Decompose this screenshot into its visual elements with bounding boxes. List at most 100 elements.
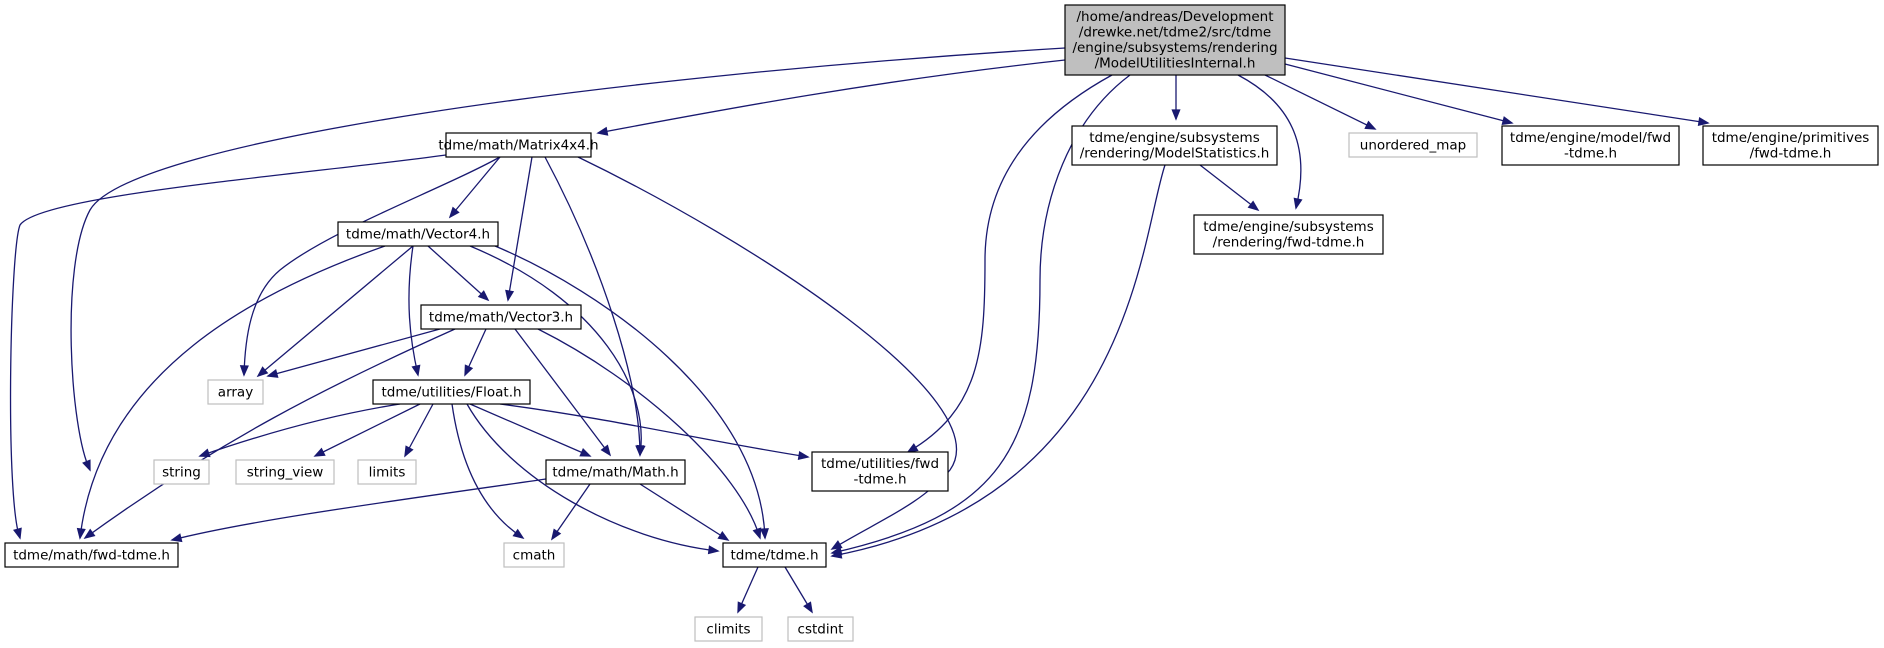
edge-line xyxy=(449,156,501,218)
node-utilities_fwd[interactable]: tdme/utilities/fwd-tdme.h xyxy=(811,451,949,492)
node-label-line: /rendering/ModelStatistics.h xyxy=(1080,146,1270,162)
edge-matrix4x4-to-vector3 xyxy=(505,156,533,302)
edge-arrowhead xyxy=(797,450,810,460)
edge-line xyxy=(70,47,1066,471)
node-rendering_fwd[interactable]: tdme/engine/subsystems/rendering/fwd-tdm… xyxy=(1193,214,1384,255)
node-label-line: unordered_map xyxy=(1360,137,1466,153)
edge-arrowhead xyxy=(737,601,747,614)
edge-arrowhead xyxy=(448,206,460,219)
edge-arrowhead xyxy=(13,527,22,540)
node-box xyxy=(235,459,335,485)
node-math[interactable]: tdme/math/Math.h xyxy=(545,459,686,485)
edge-arrowhead xyxy=(404,445,414,458)
edge-line xyxy=(494,245,766,539)
node-math_fwd[interactable]: tdme/math/fwd-tdme.h xyxy=(4,542,179,568)
edge-vector3-to-math xyxy=(514,328,612,457)
edge-arrowhead xyxy=(505,289,515,302)
node-cstdint: cstdint xyxy=(787,616,854,642)
edge-matrix4x4-to-tdme xyxy=(577,156,958,550)
node-box xyxy=(1501,125,1680,166)
node-modelstatistics[interactable]: tdme/engine/subsystems/rendering/ModelSt… xyxy=(1071,125,1278,166)
edge-arrowhead xyxy=(512,528,525,540)
node-string_view: string_view xyxy=(235,459,335,485)
node-label-line: tdme/utilities/Float.h xyxy=(381,384,521,400)
edge-line xyxy=(1199,164,1259,211)
edge-arrowhead xyxy=(170,533,183,543)
node-label-line: /rendering/fwd-tdme.h xyxy=(1213,235,1365,251)
node-matrix4x4[interactable]: tdme/math/Matrix4x4.h xyxy=(438,132,599,158)
node-vector3[interactable]: tdme/math/Vector3.h xyxy=(420,304,582,330)
node-vector4[interactable]: tdme/math/Vector4.h xyxy=(337,221,499,247)
node-array: array xyxy=(207,379,264,405)
edge-arrowhead xyxy=(76,527,86,540)
node-box xyxy=(1071,125,1278,166)
edge-line xyxy=(537,328,761,539)
edges-layer xyxy=(9,47,1710,614)
node-box xyxy=(357,459,417,485)
node-cmath: cmath xyxy=(503,542,565,568)
edge-root-to-matrix4x4 xyxy=(596,59,1066,136)
node-label-line: /fwd-tdme.h xyxy=(1750,146,1832,162)
node-box xyxy=(4,542,179,568)
node-label-line: cmath xyxy=(513,547,556,563)
edge-arrowhead xyxy=(596,126,609,136)
edge-tdme-to-cstdint xyxy=(784,566,813,614)
edge-matrix4x4-to-array xyxy=(239,156,501,377)
edge-float-to-string xyxy=(198,403,401,458)
edge-line xyxy=(1264,74,1376,130)
edge-line xyxy=(1284,57,1709,124)
edge-line xyxy=(84,328,456,539)
node-root[interactable]: /home/andreas/Development/drewke.net/tdm… xyxy=(1064,4,1286,76)
node-label-line: tdme/tdme.h xyxy=(730,547,818,563)
edge-float-to-string_view xyxy=(313,403,421,457)
edge-arrowhead xyxy=(717,530,730,541)
edge-arrowhead xyxy=(477,290,490,302)
node-float[interactable]: tdme/utilities/Float.h xyxy=(372,379,531,405)
node-label-line: tdme/math/Math.h xyxy=(552,464,678,480)
edge-line xyxy=(469,245,642,456)
edge-arrowhead xyxy=(82,459,91,472)
edge-arrowhead xyxy=(83,528,96,540)
node-label-line: string_view xyxy=(247,464,324,480)
edge-arrowhead xyxy=(1293,197,1303,210)
edge-vector3-to-tdme xyxy=(537,328,762,540)
node-box xyxy=(207,379,264,405)
edge-arrowhead xyxy=(803,601,813,614)
node-primitives_fwd[interactable]: tdme/engine/primitives/fwd-tdme.h xyxy=(1702,125,1879,166)
edge-line xyxy=(199,403,401,457)
node-label-line: array xyxy=(218,384,253,400)
edge-arrowhead xyxy=(830,549,843,559)
node-label-line: tdme/math/Matrix4x4.h xyxy=(438,137,598,153)
node-box xyxy=(1702,125,1879,166)
edge-arrowhead xyxy=(1697,117,1710,127)
edge-float-to-math xyxy=(469,403,592,457)
edge-math-to-tdme xyxy=(639,483,730,541)
node-label-line: string xyxy=(162,464,201,480)
edge-float-to-cmath xyxy=(451,403,525,540)
edge-line xyxy=(404,403,434,457)
edge-line xyxy=(577,156,958,550)
node-label-line: tdme/engine/primitives xyxy=(1712,130,1870,146)
edge-arrowhead xyxy=(256,366,269,378)
node-tdme[interactable]: tdme/tdme.h xyxy=(722,542,827,568)
edge-root-to-model_fwd xyxy=(1284,63,1514,125)
edge-vector3-to-math_fwd xyxy=(83,328,456,540)
node-climits: climits xyxy=(694,616,763,642)
edge-arrowhead xyxy=(752,527,762,540)
edge-vector3-to-array xyxy=(266,328,441,378)
edge-math-to-math_fwd xyxy=(170,478,547,543)
edge-matrix4x4-to-math_fwd xyxy=(9,154,447,540)
edge-line xyxy=(427,245,489,301)
node-box xyxy=(420,304,582,330)
edge-root-to-primitives_fwd xyxy=(1284,57,1710,127)
node-label-line: /engine/subsystems/rendering xyxy=(1072,40,1277,56)
edge-line xyxy=(544,156,641,456)
edge-root-to-string xyxy=(70,47,1066,472)
edge-arrowhead xyxy=(1364,120,1377,130)
edge-line xyxy=(907,74,1113,453)
edge-line xyxy=(551,483,591,540)
node-model_fwd[interactable]: tdme/engine/model/fwd-tdme.h xyxy=(1501,125,1680,166)
node-box xyxy=(337,221,499,247)
node-label-line: climits xyxy=(706,621,750,637)
nodes-layer: /home/andreas/Development/drewke.net/tdm… xyxy=(4,4,1879,642)
